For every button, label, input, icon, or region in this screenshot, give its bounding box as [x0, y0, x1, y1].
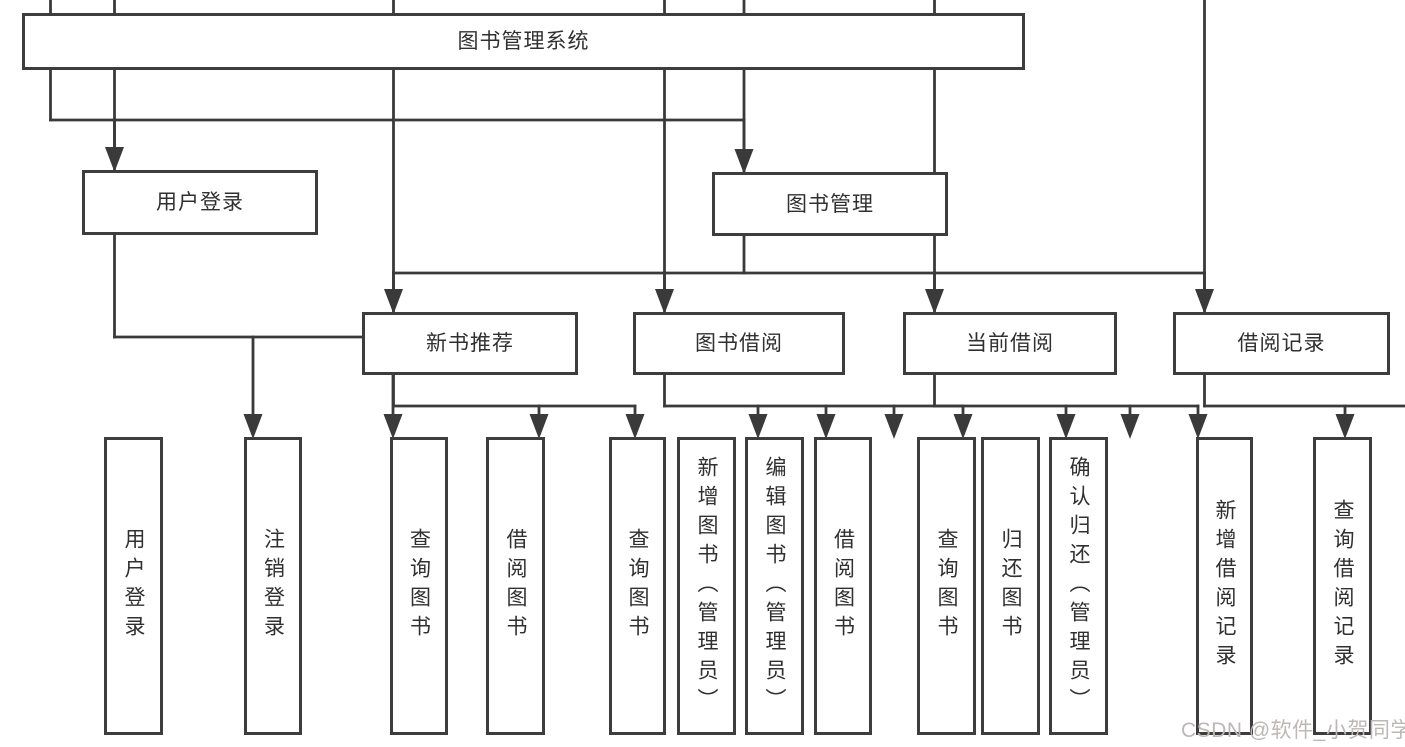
node-label: 用户登录	[122, 528, 145, 644]
node-current-borrowing: 当前借阅	[903, 312, 1117, 375]
node-label: 借阅图书	[504, 528, 527, 644]
node-label: 当前借阅	[966, 332, 1054, 355]
arrowhead-icon	[243, 414, 263, 439]
arrowhead-icon	[1335, 414, 1355, 439]
watermark: CSDN @软件_小贺同学	[1181, 719, 1405, 742]
node-edit-books-admin: 编辑图书（管理员）	[745, 437, 804, 735]
node-label: 借阅记录	[1237, 332, 1326, 355]
node-borrow-books: 借阅图书	[814, 437, 872, 735]
node-label: 图书借阅	[695, 332, 783, 355]
arrowhead-icon	[748, 414, 768, 439]
node-label: 查询图书	[407, 528, 431, 644]
node-label: 注销登录	[261, 528, 285, 644]
node-label: 借阅图书	[831, 528, 855, 644]
node-label: 查询借阅记录	[1331, 499, 1354, 673]
node-label: 图书管理	[786, 192, 874, 216]
arrowhead-icon	[1188, 414, 1208, 439]
node-book-management-system: 图书管理系统	[22, 13, 1025, 70]
node-return-books: 归还图书	[981, 437, 1040, 735]
node-query-borrow-record: 查询借阅记录	[1313, 437, 1372, 735]
node-add-borrow-record: 新增借阅记录	[1196, 437, 1253, 735]
node-user-login-action: 用户登录	[104, 437, 163, 735]
node-label: 编辑图书（管理员）	[763, 455, 786, 717]
node-new-book-recommend: 新书推荐	[362, 312, 578, 375]
node-user-login: 用户登录	[82, 170, 318, 235]
arrowhead-icon	[625, 414, 645, 439]
node-label: 确认归还（管理员）	[1067, 455, 1090, 717]
node-query-books-recommend: 查询图书	[390, 437, 448, 735]
node-borrow-books-recommend: 借阅图书	[486, 437, 545, 735]
arrowhead-icon	[529, 414, 549, 439]
arrowhead-icon	[953, 414, 973, 439]
node-label: 归还图书	[999, 528, 1022, 644]
arrowhead-icon	[383, 414, 403, 439]
node-add-books-admin: 新增图书（管理员）	[677, 437, 736, 735]
arrowhead-icon	[816, 414, 836, 439]
node-confirm-return-admin: 确认归还（管理员）	[1049, 437, 1108, 735]
arrowhead-icon	[884, 414, 904, 439]
node-label: 查询图书	[935, 528, 958, 644]
node-label: 新增借阅记录	[1213, 499, 1236, 673]
node-label: 查询图书	[626, 528, 649, 644]
node-label: 新增图书（管理员）	[695, 455, 718, 717]
arrowhead-icon	[1120, 414, 1140, 439]
node-query-books-current: 查询图书	[917, 437, 976, 735]
node-query-books-borrowing: 查询图书	[609, 437, 666, 735]
node-label: 图书管理系统	[457, 30, 590, 53]
node-label: 用户登录	[156, 191, 244, 214]
node-label: 新书推荐	[426, 332, 514, 355]
node-book-management: 图书管理	[712, 172, 948, 236]
node-borrowing-records: 借阅记录	[1173, 312, 1390, 375]
node-logout-action: 注销登录	[244, 437, 302, 735]
arrowhead-icon	[1056, 414, 1076, 439]
node-book-borrowing: 图书借阅	[633, 312, 845, 375]
